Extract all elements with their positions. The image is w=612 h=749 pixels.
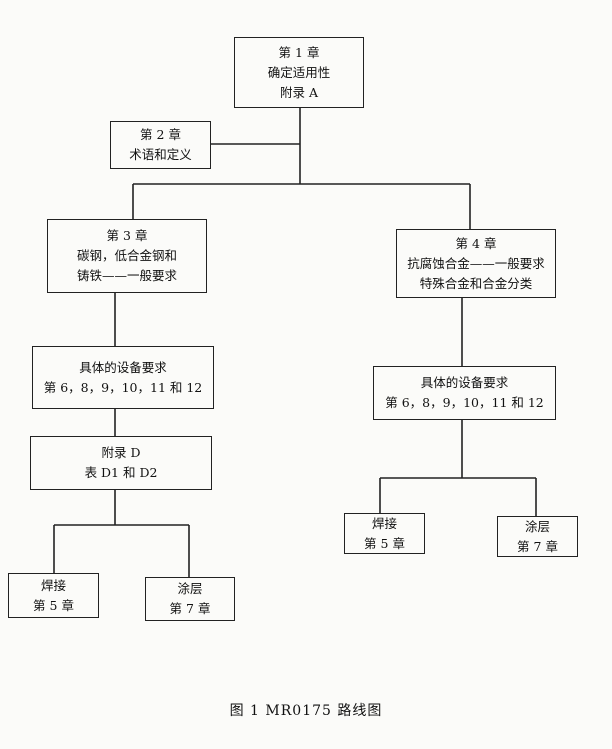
- node-welding-left: 焊接 第 5 章: [8, 573, 99, 618]
- node-line: 焊接: [371, 515, 397, 531]
- node-line: 具体的设备要求: [79, 359, 167, 375]
- node-line: 碳钢，低合金钢和: [76, 248, 177, 263]
- node-line: 铸铁——一般要求: [76, 268, 177, 283]
- node-welding-right: 焊接 第 5 章: [344, 513, 425, 554]
- node-chapter-4: 第 4 章 抗腐蚀合金——一般要求 特殊合金和合金分类: [396, 229, 556, 298]
- node-line: 涂层: [524, 518, 550, 534]
- node-line: 表 D1 和 D2: [84, 465, 158, 480]
- node-line: 第 6，8，9，10，11 和 12: [43, 379, 203, 395]
- node-line: 第 1 章: [278, 44, 320, 60]
- node-coating-right: 涂层 第 7 章: [497, 516, 578, 557]
- node-chapter-3: 第 3 章 碳钢，低合金钢和 铸铁——一般要求: [47, 219, 207, 293]
- node-appendix-d: 附录 D 表 D1 和 D2: [30, 436, 212, 490]
- node-line: 第 2 章: [140, 127, 181, 142]
- node-chapter-1: 第 1 章 确定适用性 附录 A: [234, 37, 364, 108]
- node-chapter-2: 第 2 章 术语和定义: [110, 121, 211, 169]
- node-line: 第 4 章: [455, 235, 497, 251]
- node-line: 特殊合金和合金分类: [419, 275, 533, 291]
- node-line: 具体的设备要求: [420, 375, 509, 390]
- node-line: 第 6，8，9，10，11 和 12: [385, 395, 544, 410]
- node-line: 第 3 章: [106, 228, 148, 243]
- node-line: 涂层: [177, 581, 203, 596]
- node-line: 附录 D: [101, 445, 141, 460]
- node-line: 第 7 章: [517, 538, 558, 554]
- figure-caption: 图 1 MR0175 路线图: [229, 703, 383, 719]
- node-line: 附录 A: [279, 84, 318, 100]
- node-line: 第 5 章: [33, 597, 74, 613]
- node-equipment-right: 具体的设备要求 第 6，8，9，10，11 和 12: [373, 366, 556, 420]
- node-line: 焊接: [40, 577, 66, 593]
- node-coating-left: 涂层 第 7 章: [145, 577, 235, 621]
- node-line: 术语和定义: [129, 147, 192, 162]
- node-line: 确定适用性: [267, 64, 331, 80]
- node-line: 第 7 章: [169, 601, 211, 616]
- node-equipment-left: 具体的设备要求 第 6，8，9，10，11 和 12: [32, 346, 214, 409]
- node-line: 第 5 章: [364, 535, 405, 551]
- node-line: 抗腐蚀合金——一般要求: [407, 255, 545, 271]
